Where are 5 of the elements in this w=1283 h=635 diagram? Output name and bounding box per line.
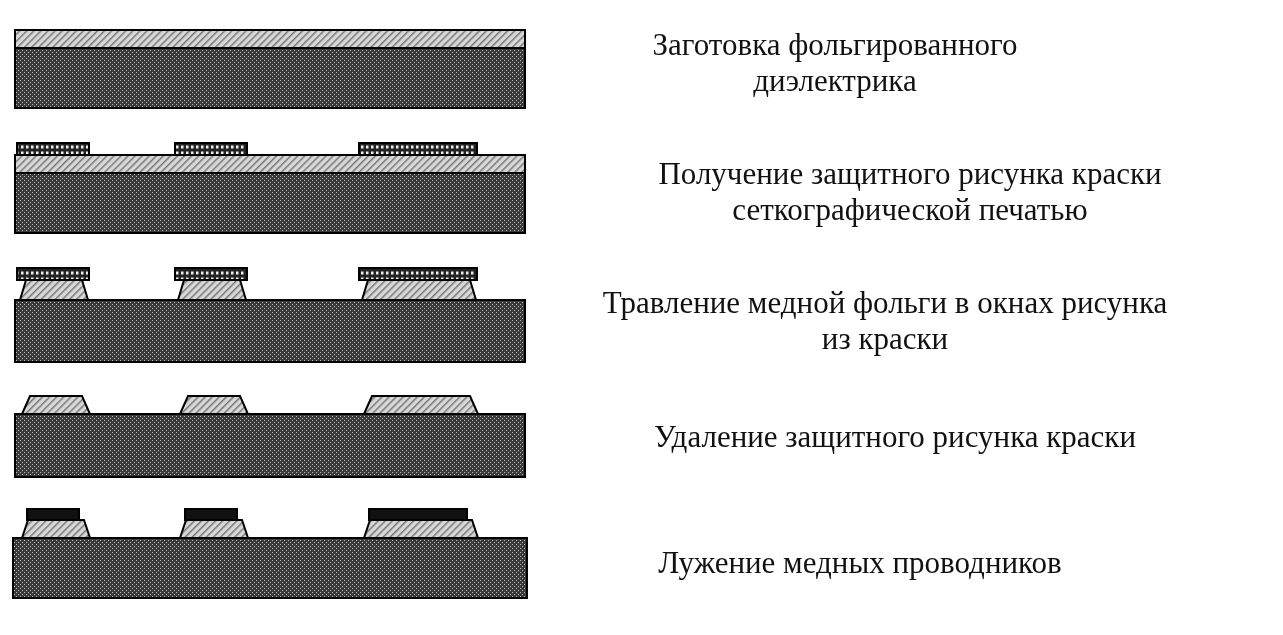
step-caption: Получение защитного рисунка краски сеткографической печатью — [657, 156, 1163, 228]
step-caption: Заготовка фольгированного диэлектрика — [651, 27, 1019, 99]
step-caption: Удаление защитного рисунка краски — [653, 419, 1137, 455]
step-caption: Лужение медных проводников — [657, 545, 1063, 581]
step-caption: Травление медной фольги в окнах рисунка из краски — [601, 285, 1169, 357]
